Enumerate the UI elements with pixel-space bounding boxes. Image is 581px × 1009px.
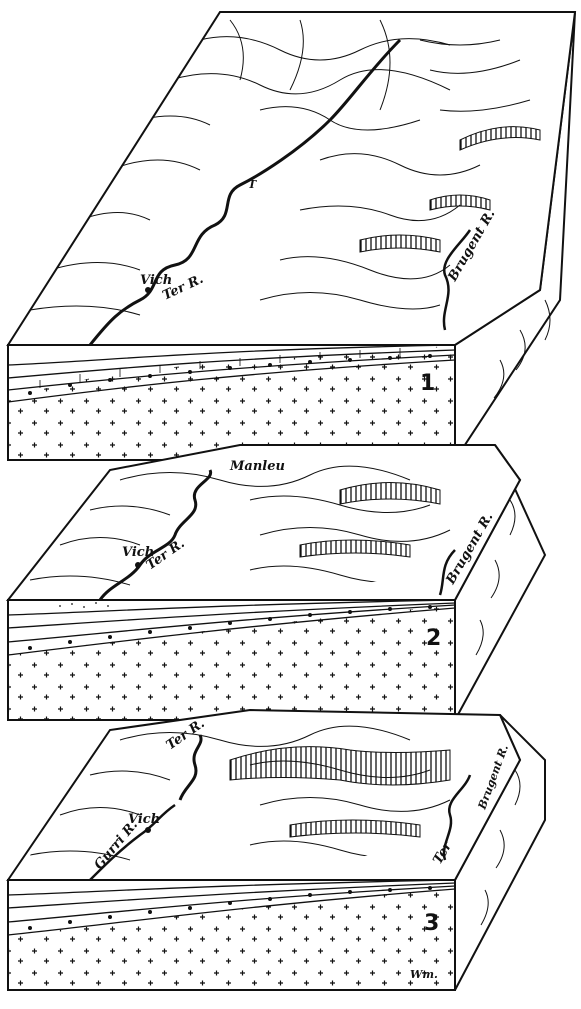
block-1: Vich Ter R. T Brugent R. 1 xyxy=(8,12,575,460)
block-2: Vich Ter R. Manleu Brugent R. 2 xyxy=(8,445,545,720)
block-3-number: 3 xyxy=(424,911,439,936)
block-1-label-t: T xyxy=(248,178,257,191)
signature: Wm. xyxy=(410,968,438,981)
block-2-label-manleu: Manleu xyxy=(229,459,285,474)
block-1-number: 1 xyxy=(420,371,435,396)
block-3: Vich Ter R. Gurri R. Ter Brugent R. 3 Wm… xyxy=(8,710,545,990)
block-1-top-surface xyxy=(8,12,575,345)
block-3-vich-dot xyxy=(145,827,151,833)
block-2-vich-dot xyxy=(135,562,141,568)
block-2-number: 2 xyxy=(426,626,441,651)
